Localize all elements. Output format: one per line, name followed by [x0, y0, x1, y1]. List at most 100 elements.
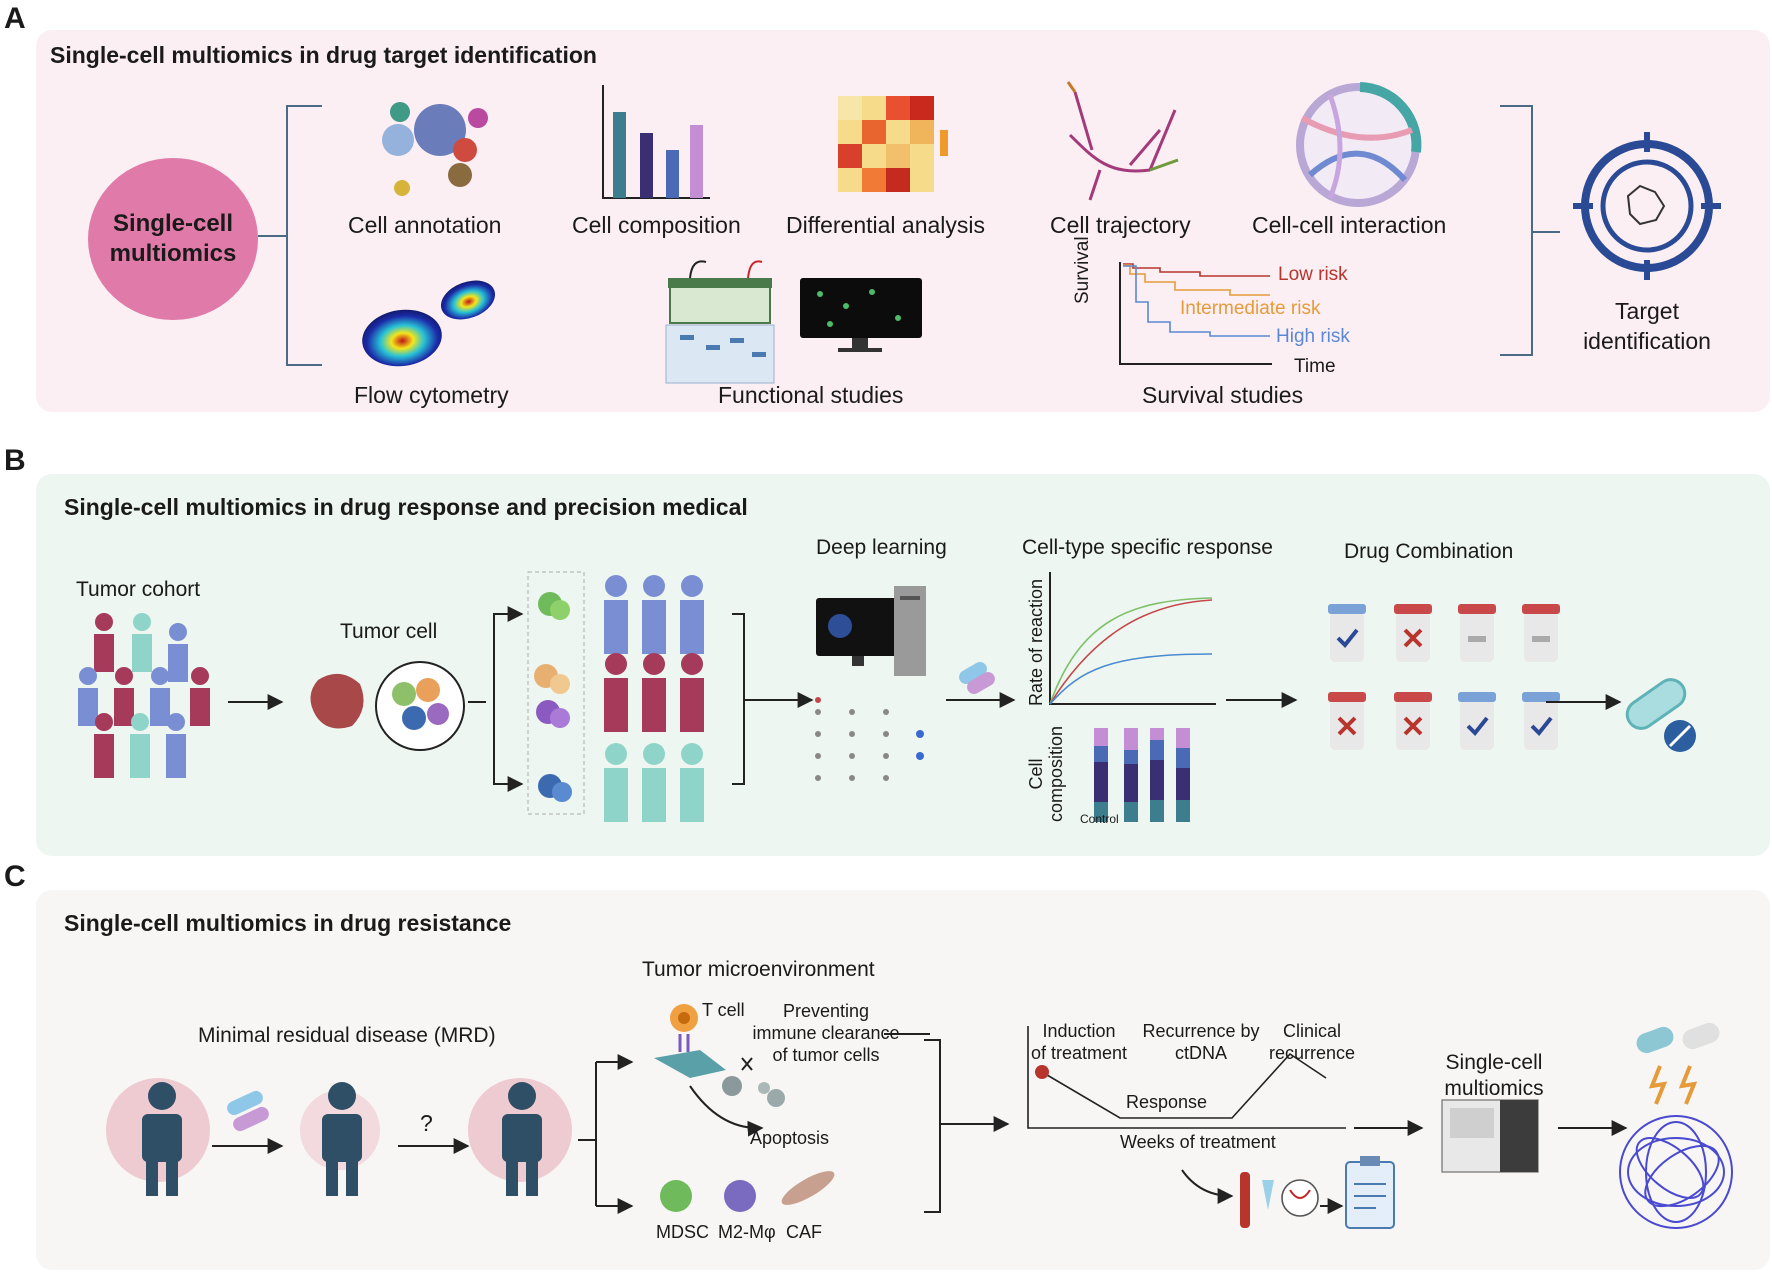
- induction-label: Induction of treatment: [1024, 1020, 1134, 1064]
- clinical-recurrence-label: Clinical recurrence: [1262, 1020, 1362, 1064]
- t-cell-label: T cell: [702, 1000, 745, 1020]
- drug-combination-vials: [1328, 604, 1560, 750]
- recurrence-line-2: ctDNA: [1174, 1043, 1227, 1063]
- cell-trajectory-label: Cell trajectory: [1050, 212, 1191, 238]
- high-risk-label: High risk: [1276, 326, 1350, 347]
- preventing-line-3: of tumor cells: [772, 1045, 880, 1065]
- survival-curves: [1119, 262, 1272, 365]
- cell-composition-line-2: composition: [1046, 725, 1066, 822]
- panel-a-title: Single-cell multiomics in drug target id…: [50, 42, 597, 68]
- control-label: Control: [1080, 812, 1119, 826]
- deep-learning-icon: [815, 586, 926, 781]
- panel-c-background: [36, 890, 1770, 1270]
- tme-bracket: [924, 1039, 1010, 1213]
- rate-of-reaction-label: Rate of reaction: [1026, 578, 1046, 706]
- cell-cell-interaction-icon: [1296, 82, 1422, 207]
- bubble-line-2: multiomics: [109, 240, 237, 267]
- cell-composition-icon: [602, 85, 710, 199]
- bubble-line-1: Single-cell: [112, 210, 234, 237]
- low-risk-label: Low risk: [1278, 264, 1348, 285]
- cell-composition-ylabel: Cell composition: [1026, 726, 1066, 822]
- functional-studies-icon: [665, 260, 922, 384]
- flow-cytometry-icon: [362, 280, 496, 367]
- panel-a-background: [36, 30, 1770, 412]
- drug-pills-c: [227, 1090, 269, 1132]
- cell-trajectory-icon: [1066, 81, 1179, 201]
- question-mark: ?: [420, 1110, 433, 1136]
- survival-studies-label: Survival studies: [1142, 382, 1304, 408]
- rate-of-reaction-chart: [1049, 572, 1216, 705]
- survival-ylabel: Survival: [1072, 236, 1093, 304]
- differential-analysis-label: Differential analysis: [786, 212, 986, 238]
- t-cell-icon: [654, 1004, 726, 1078]
- clipboard-icon: [1345, 1156, 1395, 1229]
- preventing-label: Preventing immune clearance of tumor cel…: [744, 1000, 908, 1066]
- patient-group-bracket: [468, 613, 510, 785]
- cell-subtype-boxes: [527, 571, 585, 815]
- tme-label: Tumor microenvironment: [642, 958, 875, 981]
- preventing-line-1: Preventing: [782, 1001, 870, 1021]
- functional-studies-label: Functional studies: [718, 382, 904, 408]
- capsules-c: [1636, 1022, 1720, 1105]
- tumor-cell-label: Tumor cell: [340, 620, 438, 643]
- patient-groups: [604, 575, 704, 822]
- induction-line-1: Induction: [1042, 1021, 1116, 1041]
- panel-letter-c: C: [4, 860, 26, 893]
- right-bracket: [1500, 105, 1560, 356]
- mrd-patient-1: [106, 1078, 210, 1196]
- tumor-cohort-label: Tumor cohort: [76, 578, 201, 601]
- drug-combination-label: Drug Combination: [1344, 540, 1514, 563]
- yarn-network-icon: [1619, 1115, 1733, 1229]
- panel-letter-a: A: [4, 2, 26, 35]
- flow-cytometry-label: Flow cytometry: [354, 382, 509, 408]
- clinical-line-2: recurrence: [1268, 1043, 1356, 1063]
- sc-c-line-2: multiomics: [1444, 1077, 1544, 1100]
- inhibit-mark: [741, 1057, 753, 1071]
- tme-branch: [578, 1062, 597, 1206]
- target-identification-label: Target identification: [1560, 296, 1734, 356]
- apoptosis-label: Apoptosis: [750, 1128, 830, 1148]
- cell-composition-line-1: Cell: [1026, 758, 1046, 790]
- differential-heatmap-icon: [838, 96, 948, 192]
- caf-label: CAF: [786, 1222, 822, 1242]
- mdsc-label: MDSC: [656, 1222, 709, 1242]
- cell-cell-interaction-label: Cell-cell interaction: [1252, 212, 1447, 238]
- cell-annotation-icon: [382, 102, 488, 196]
- blood-sample-icon: [1240, 1172, 1319, 1228]
- arrow-apoptosis: [689, 1085, 764, 1137]
- preventing-line-2: immune clearance: [752, 1023, 900, 1043]
- mrd-patient-2: [300, 1082, 380, 1196]
- arrow-groups-to-dl: [732, 613, 812, 785]
- response-label: Response: [1126, 1092, 1208, 1112]
- mrd-label: Minimal residual disease (MRD): [198, 1024, 496, 1047]
- clinical-line-1: Clinical: [1282, 1021, 1342, 1041]
- target-line-2: identification: [1583, 328, 1711, 354]
- recurrence-ctdna-label: Recurrence by ctDNA: [1136, 1020, 1266, 1064]
- suppressor-cells: [660, 1171, 835, 1212]
- cell-composition-bars: [1094, 728, 1190, 822]
- pills-icon: [959, 662, 995, 694]
- apoptosis-cells: [722, 1076, 785, 1107]
- arrow-to-sample: [1181, 1169, 1234, 1204]
- intermediate-risk-label: Intermediate risk: [1180, 298, 1321, 319]
- single-cell-multiomics-bubble: Single-cell multiomics: [88, 158, 258, 320]
- sequencer-icon: [1441, 1099, 1539, 1173]
- sc-c-line-1: Single-cell: [1445, 1051, 1543, 1074]
- cell-type-response-label: Cell-type specific response: [1022, 536, 1273, 559]
- deep-learning-label: Deep learning: [816, 536, 947, 559]
- cell-composition-label: Cell composition: [572, 212, 741, 238]
- target-icon: [1573, 132, 1721, 280]
- cell-annotation-label: Cell annotation: [348, 212, 502, 238]
- left-bracket: [258, 105, 322, 366]
- survival-xlabel: Time: [1294, 356, 1336, 377]
- induction-line-2: of treatment: [1030, 1043, 1128, 1063]
- panel-letter-b: B: [4, 444, 26, 477]
- final-pill-icon: [1625, 678, 1696, 752]
- tumor-cell-icon: [310, 661, 465, 751]
- panel-b-title: Single-cell multiomics in drug response …: [64, 494, 748, 520]
- weeks-of-treatment-label: Weeks of treatment: [1120, 1132, 1276, 1152]
- mrd-patient-3: [468, 1078, 572, 1196]
- induction-dot: [1035, 1065, 1049, 1079]
- tumor-cohort-people: [78, 613, 210, 778]
